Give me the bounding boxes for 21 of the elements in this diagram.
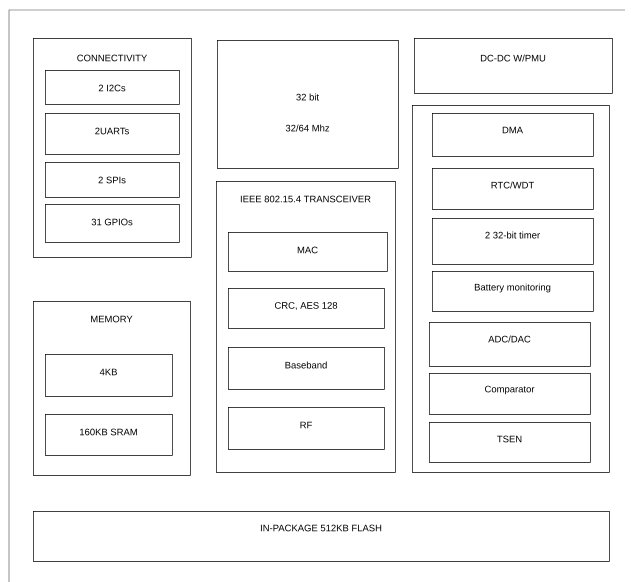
block-box: 4KB	[45, 354, 173, 397]
block-box: 2UARTs	[45, 113, 180, 155]
block-box: IN-PACKAGE 512KB FLASH	[33, 511, 610, 562]
block-box: 32 bit 32/64 Mhz	[217, 40, 399, 169]
block-box: 2 I2Cs	[45, 70, 180, 105]
block-box: DC-DC W/PMU	[414, 38, 613, 94]
block-box: 160KB SRAM	[45, 414, 173, 456]
block-box: Battery monitoring	[432, 271, 594, 312]
block-box: 2 32-bit timer	[432, 218, 594, 265]
block-box: RTC/WDT	[432, 168, 594, 210]
block-box: TSEN	[429, 422, 591, 463]
block-box: 31 GPIOs	[45, 204, 180, 243]
group-box	[412, 105, 610, 473]
block-box: Comparator	[429, 373, 591, 415]
block-box: RF	[228, 407, 385, 450]
block-box: CRC, AES 128	[228, 288, 385, 329]
block-box: Baseband	[228, 347, 385, 390]
block-box: DMA	[432, 113, 594, 157]
block-box: MAC	[228, 232, 388, 272]
block-box: 2 SPIs	[45, 162, 180, 198]
block-box: ADC/DAC	[429, 322, 591, 367]
